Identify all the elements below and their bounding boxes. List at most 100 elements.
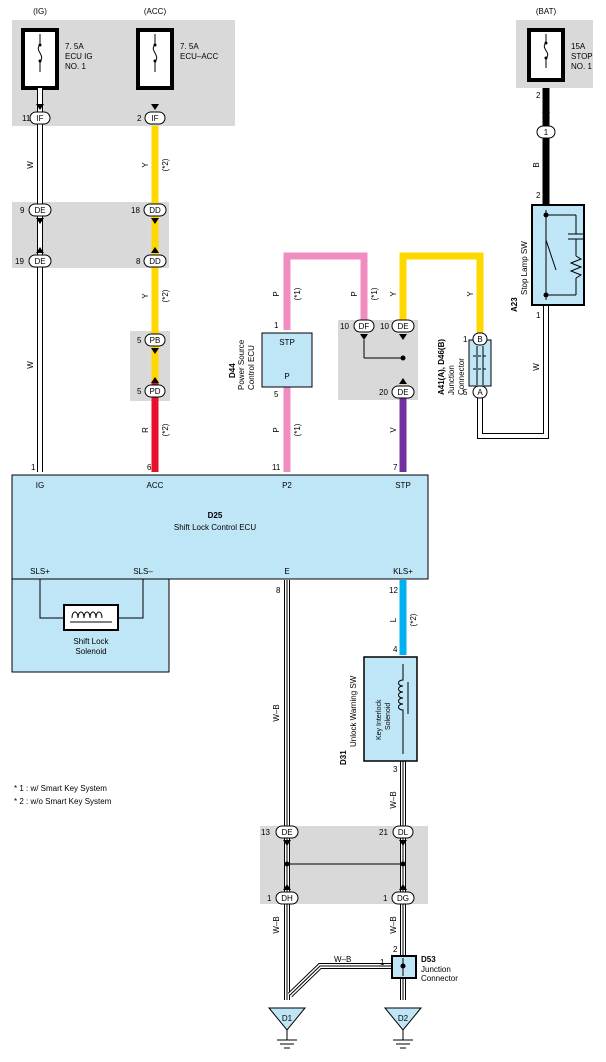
svg-text:W–B: W–B [389, 916, 398, 933]
svg-text:(*2): (*2) [161, 423, 170, 436]
fuse-acc-line1: 7. 5A [180, 42, 199, 51]
svg-text:7: 7 [393, 463, 398, 472]
wire-d53-ground [287, 963, 392, 998]
connector-de-19: DE [28, 254, 52, 268]
shift-lock-solenoid [63, 604, 119, 631]
a41-name-line2: Connector [457, 358, 466, 395]
stop-lamp-switch [531, 204, 585, 306]
a41-name-line1: Junction [447, 365, 456, 395]
svg-text:21: 21 [379, 828, 388, 837]
svg-text:D2: D2 [398, 1014, 409, 1023]
svg-text:5: 5 [137, 336, 142, 345]
svg-text:6: 6 [147, 463, 152, 472]
ground-d2: D2 [383, 1007, 423, 1049]
d53-junction-connector [391, 955, 417, 979]
note-no-smart-key: * 2 : w/o Smart Key System [14, 797, 112, 806]
svg-text:W: W [532, 363, 541, 371]
svg-text:P: P [272, 291, 281, 296]
bat-label: (BAT) [536, 7, 557, 16]
ground-d1: D1 [267, 1007, 307, 1049]
svg-text:W–B: W–B [334, 955, 351, 964]
svg-text:IF: IF [36, 114, 43, 123]
svg-text:10: 10 [340, 322, 349, 331]
svg-text:(*1): (*1) [370, 287, 379, 300]
connector-pd: PD [144, 384, 166, 398]
solenoid-coil-icon [71, 611, 103, 619]
svg-text:1: 1 [380, 958, 385, 967]
svg-text:18: 18 [131, 206, 140, 215]
svg-text:W–B: W–B [272, 916, 281, 933]
d53-name-line2: Connector [421, 974, 458, 983]
connector-dl: DL [392, 825, 414, 839]
svg-text:A: A [477, 388, 483, 397]
svg-text:DD: DD [149, 206, 161, 215]
a23-name: Stop Lamp SW [520, 241, 529, 295]
wire-color-labels: W W Y (*2) Y (*2) R (*2) P (*1) P (*1) Y… [26, 158, 541, 964]
acc-label: (ACC) [144, 7, 167, 16]
svg-text:W: W [26, 161, 35, 169]
fuse-ig-line2: ECU IG [65, 52, 93, 61]
svg-text:DE: DE [397, 322, 408, 331]
svg-text:11: 11 [22, 114, 31, 123]
solenoid-wire-left [39, 579, 64, 619]
d53-name-line1: Junction [421, 965, 451, 974]
svg-text:DD: DD [149, 257, 161, 266]
svg-text:19: 19 [15, 257, 24, 266]
svg-text:DF: DF [359, 322, 370, 331]
fuse-ig-line3: NO. 1 [65, 62, 86, 71]
wire-p-top [283, 252, 368, 330]
junction-dot [284, 861, 290, 867]
svg-text:9: 9 [20, 206, 25, 215]
svg-text:1: 1 [31, 463, 36, 472]
fuse-ig-line1: 7. 5A [65, 42, 84, 51]
fuse-ecu-ig [21, 28, 59, 90]
junction-connector-a41: B A [468, 332, 492, 399]
connector-pb: PB [144, 333, 166, 347]
svg-text:IF: IF [151, 114, 158, 123]
d44-p-label: P [284, 372, 289, 381]
fuse-stop-line3: NO. 1 [571, 62, 592, 71]
svg-text:3: 3 [393, 765, 398, 774]
svg-text:1: 1 [544, 128, 549, 137]
connector-dd-18: DD [143, 203, 167, 217]
svg-text:DG: DG [397, 894, 409, 903]
solenoid-wire-right [118, 579, 144, 619]
d25-stp-terminal: STP [395, 481, 411, 490]
d44-name-line1: Power Source [237, 339, 246, 390]
junction-dot [400, 355, 406, 361]
svg-text:12: 12 [389, 586, 398, 595]
svg-text:8: 8 [136, 257, 141, 266]
connector-one: 1 [536, 125, 556, 139]
pin-numbers: 11 2 2 2 1 9 18 19 8 5 5 1 10 10 20 5 1 … [15, 91, 541, 967]
connector-de-9: DE [28, 203, 52, 217]
a41-code: A41(A), D46(B) [437, 339, 446, 395]
d25-slsm-terminal: SLS– [133, 567, 153, 576]
svg-text:DE: DE [397, 388, 408, 397]
svg-text:11: 11 [272, 463, 281, 472]
svg-text:(*2): (*2) [161, 158, 170, 171]
d25-slsp-terminal: SLS+ [30, 567, 50, 576]
a23-code: A23 [510, 297, 519, 312]
solenoid-name-line1: Shift Lock [73, 637, 109, 646]
key-interlock-coil-icon [398, 664, 404, 754]
svg-text:8: 8 [276, 586, 281, 595]
svg-text:2: 2 [536, 191, 541, 200]
d31-code: D31 [339, 750, 348, 765]
d31-inner-line1: Key Interlock [376, 699, 383, 740]
svg-text:W: W [26, 361, 35, 369]
svg-text:Y: Y [141, 293, 150, 299]
svg-text:2: 2 [137, 114, 142, 123]
svg-text:5: 5 [463, 388, 468, 397]
d44-name-line2: Control ECU [247, 345, 256, 390]
svg-text:D1: D1 [282, 1014, 293, 1023]
fuse-stop [527, 28, 565, 82]
svg-text:1: 1 [383, 894, 388, 903]
d25-acc-terminal: ACC [147, 481, 164, 490]
svg-text:PB: PB [150, 336, 161, 345]
d25-e-terminal: E [284, 567, 289, 576]
svg-text:PD: PD [149, 387, 160, 396]
svg-text:DH: DH [281, 894, 293, 903]
connector-de-20: DE [391, 385, 415, 399]
fuse-acc-line2: ECU–ACC [180, 52, 218, 61]
